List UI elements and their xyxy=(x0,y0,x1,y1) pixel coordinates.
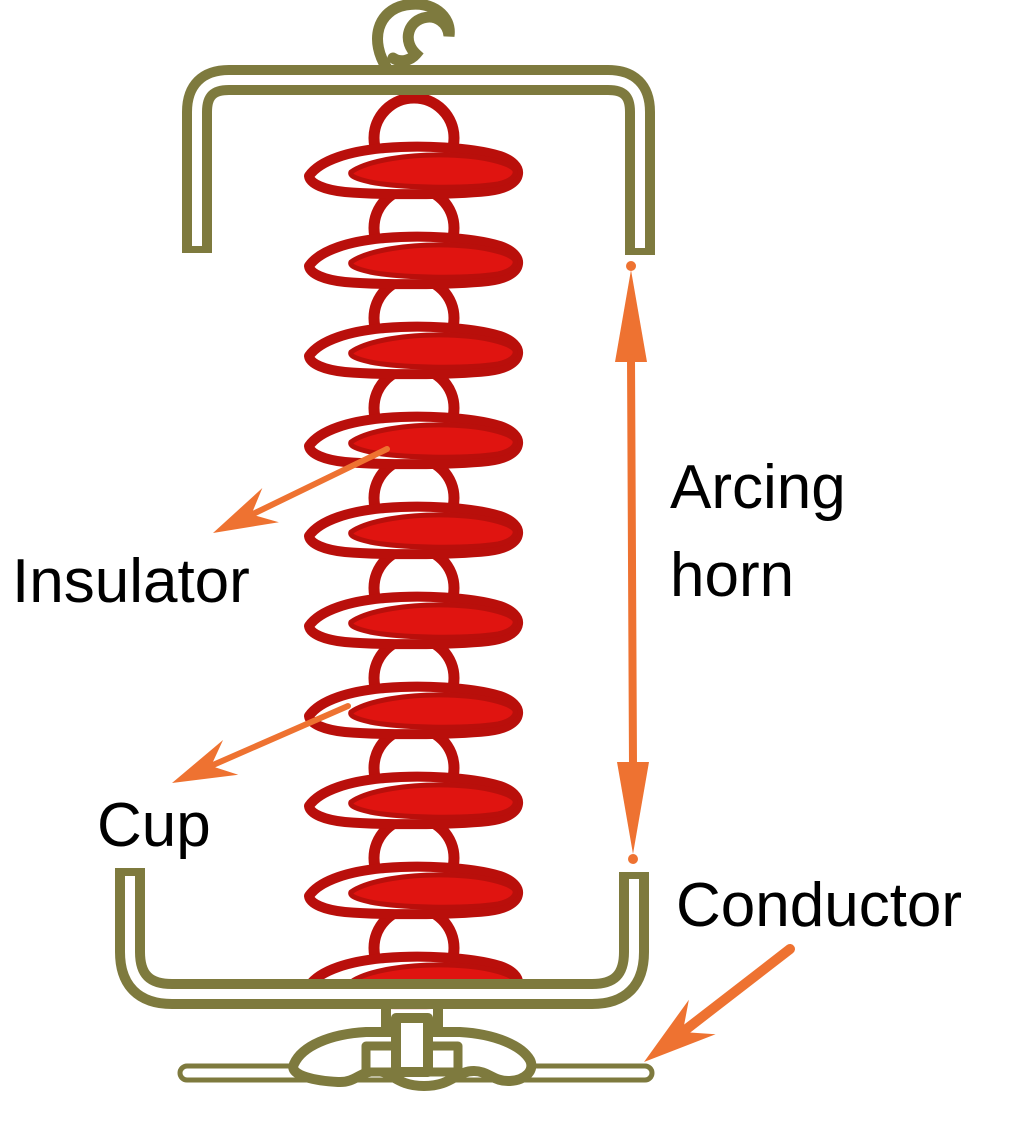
arcing-horn-label-line2: horn xyxy=(670,541,795,610)
cup-label: Cup xyxy=(97,791,211,860)
insulator-unit xyxy=(309,368,518,464)
cup-arrow xyxy=(164,703,351,801)
arcing-horn-gap-arrow xyxy=(615,261,649,864)
arcing-horn-label: Arcing horn xyxy=(670,444,846,620)
insulator-unit xyxy=(309,98,518,194)
arcing-horn-label-line1: Arcing xyxy=(670,453,846,522)
conductor-arrow xyxy=(630,944,795,1080)
insulator-unit xyxy=(309,278,518,374)
insulator-unit xyxy=(309,728,518,824)
conductor-clamp xyxy=(288,1004,537,1091)
insulator-stack xyxy=(309,98,518,1004)
insulator-unit xyxy=(309,638,518,734)
arcing-horn-bottom xyxy=(115,868,649,1009)
insulator-unit xyxy=(309,188,518,284)
arcing-horn-top xyxy=(182,65,655,255)
insulator-arrow xyxy=(204,446,390,551)
conductor-label: Conductor xyxy=(676,871,963,940)
insulator-unit xyxy=(309,548,518,644)
insulator-unit xyxy=(309,818,518,914)
insulator-label: Insulator xyxy=(12,547,250,616)
suspension-hook-icon xyxy=(372,0,455,76)
clamp-bolt xyxy=(391,1013,433,1077)
clamp-stem xyxy=(381,1004,443,1034)
